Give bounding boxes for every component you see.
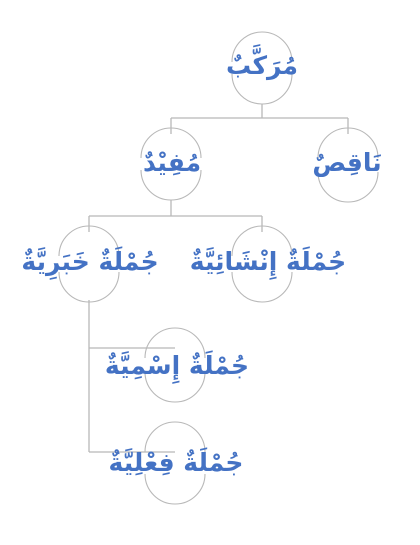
inshaiyya-node-arc-bottom (231, 271, 293, 303)
naqis-node-arc-top (317, 127, 379, 159)
node-mufid: مُفِيْدٌ (142, 148, 202, 177)
node-jumla-inshaiyya: جُمْلَةٌ إِنْشَائِيَّةٌ (189, 247, 347, 276)
inshaiyya-node-arc-top (231, 225, 293, 257)
node-jumla-filiyya: جُمْلَةٌ فِعْلِيَّةٌ (108, 448, 244, 477)
node-naqis: نَاقِصٌ (312, 148, 382, 177)
mufid-node-arc-bottom (140, 169, 202, 201)
root-node-arc-bottom (231, 73, 293, 105)
filiyya-node-arc-bottom (144, 473, 206, 505)
naqis-node-arc-bottom (317, 171, 379, 203)
khabariyya-node-arc-bottom (58, 271, 120, 303)
node-jumla-khabariyya: جُمْلَةٌ خَبَرِيَّةٌ (21, 247, 159, 276)
khabariyya-node-arc-top (58, 225, 120, 257)
node-murakkab: مُرَكَّبٌ (225, 51, 299, 80)
ismiyya-node-arc-top (144, 327, 206, 359)
node-jumla-ismiyya: جُمْلَةٌ إِسْمِيَّةٌ (104, 351, 250, 380)
root-node-arc-top (231, 31, 293, 63)
filiyya-node-arc-top (144, 421, 206, 453)
mufid-node-arc-top (140, 127, 202, 159)
ismiyya-node-arc-bottom (144, 371, 206, 403)
